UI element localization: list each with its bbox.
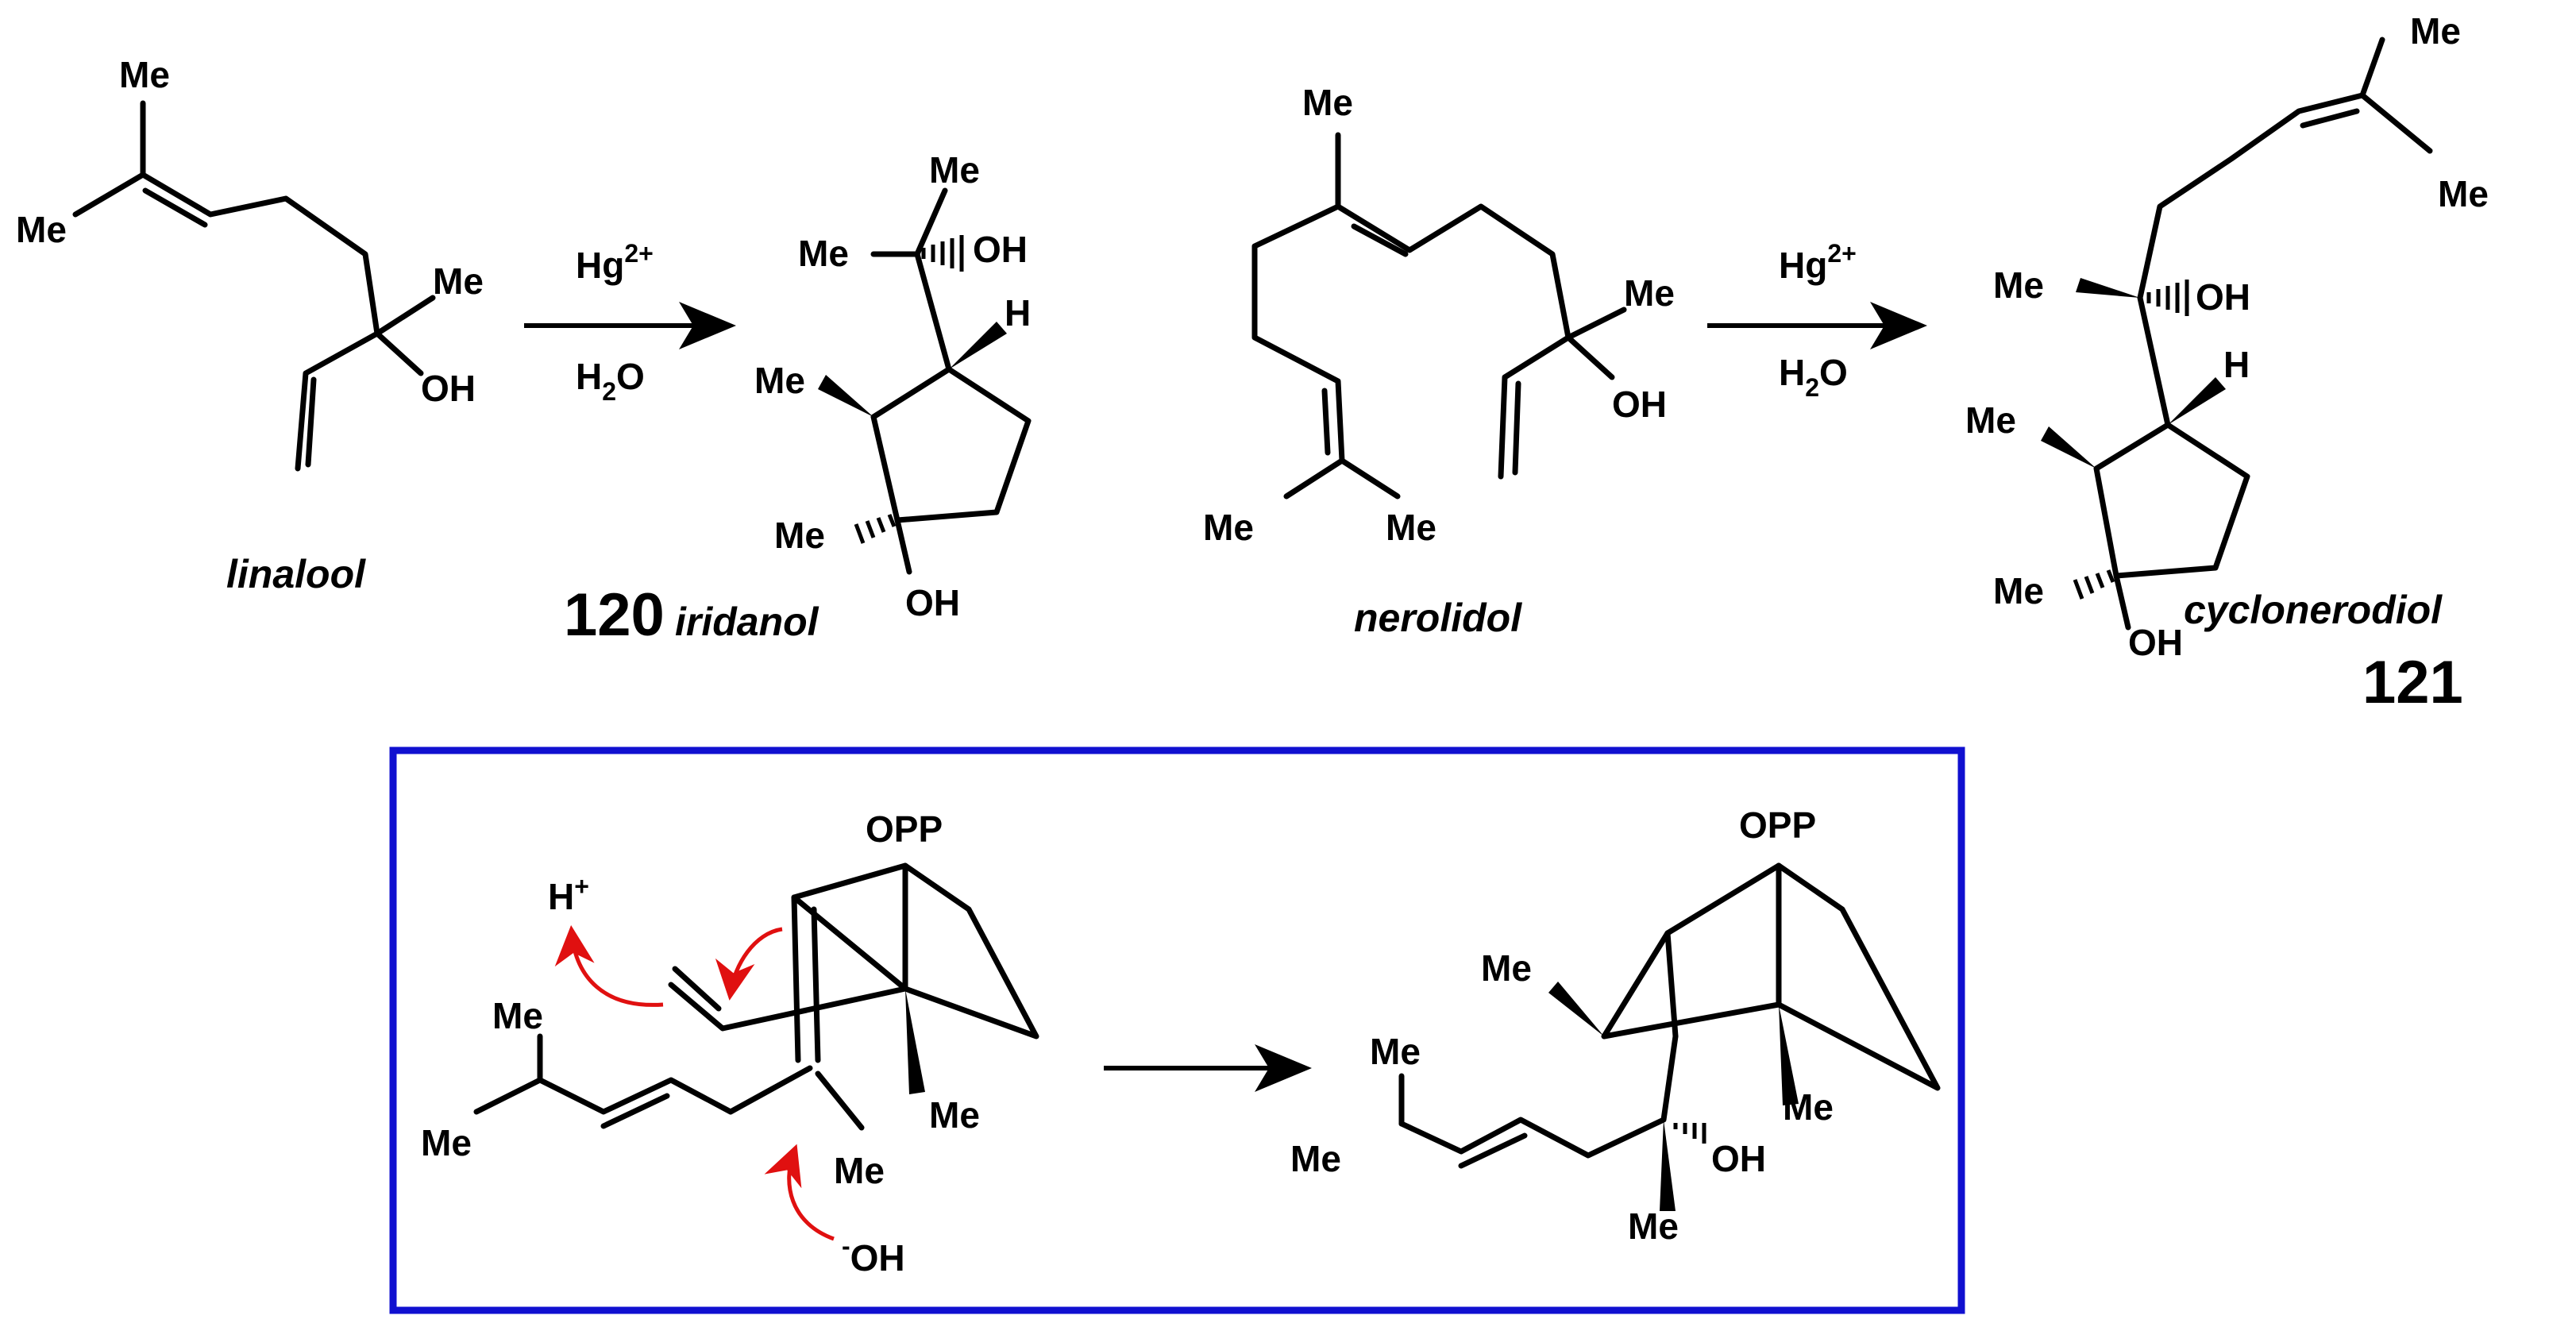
nerolidol-name: nerolidol (1354, 596, 1522, 640)
linalool-name: linalool (226, 552, 366, 596)
me-label: Me (1203, 507, 1254, 548)
me-label: Me (798, 233, 849, 274)
me-label: Me (1386, 507, 1436, 548)
oh-label: OH (905, 582, 960, 623)
mechanism-product-structure: OPP Me Me Me Me OH Me (1290, 804, 1941, 1247)
me-label: Me (1481, 947, 1532, 989)
hydroxide-label: -OH (842, 1232, 905, 1279)
me-label: Me (929, 1094, 980, 1136)
h-label: H (2223, 344, 2250, 385)
nerolidol-structure: Me Me OH Me Me nerolidol (1203, 82, 1675, 640)
me-label: Me (1290, 1138, 1341, 1179)
me-label: Me (774, 515, 825, 556)
reagent-hg: Hg2+ (576, 239, 654, 286)
oh-label: OH (973, 229, 1028, 270)
oh-label: OH (2128, 622, 2183, 663)
mechanism-box (389, 746, 1965, 1314)
me-label: Me (16, 209, 67, 250)
me-label: Me (119, 54, 170, 95)
iridanol-name: iridanol (675, 600, 819, 644)
opp-label: OPP (1739, 804, 1816, 846)
oh-label: OH (1711, 1138, 1766, 1179)
mechanism-start-structure: OPP H+ Me Me Me Me -OH (421, 808, 1039, 1279)
me-label: Me (754, 360, 805, 401)
oh-label: OH (421, 368, 476, 409)
cyclonerodiol-structure: Me Me Me OH H Me Me OH cyclonerodiol 121 (1965, 10, 2489, 716)
me-label: Me (929, 149, 980, 191)
reagent-water: H2O (576, 356, 645, 406)
me-label: Me (834, 1150, 885, 1191)
reagent-water: H2O (1779, 352, 1848, 402)
compound-number-121: 121 (2362, 649, 2463, 716)
reaction-arrow-1: Hg2+ H2O (524, 239, 736, 406)
me-label: Me (1783, 1086, 1834, 1128)
curved-arrow-hydroxide (764, 1144, 835, 1241)
oh-label: OH (2196, 276, 2250, 318)
me-label: Me (492, 995, 543, 1036)
proton-label: H+ (548, 872, 589, 917)
curved-arrow-alkene-attack (715, 927, 783, 1001)
reaction-arrow-2: Hg2+ H2O (1707, 239, 1927, 402)
me-label: Me (421, 1122, 472, 1163)
reagent-hg: Hg2+ (1779, 239, 1857, 286)
me-label: Me (433, 260, 484, 302)
cyclonerodiol-name: cyclonerodiol (2184, 588, 2443, 632)
linalool-structure: Me Me Me OH linalool (16, 54, 484, 596)
curved-arrow-protonation (554, 925, 664, 1007)
compound-number-120: 120 (564, 581, 665, 649)
me-label: Me (1993, 570, 2044, 611)
h-label: H (1005, 292, 1031, 334)
me-label: Me (1965, 399, 2016, 441)
me-label: Me (1628, 1205, 1679, 1247)
me-label: Me (1370, 1031, 1421, 1072)
opp-label: OPP (866, 808, 943, 850)
me-label: Me (1302, 82, 1353, 123)
oh-label: OH (1612, 384, 1667, 425)
me-label: Me (1624, 272, 1675, 314)
iridanol-structure: Me Me OH H Me Me OH 120 iridanol (564, 149, 1032, 649)
me-label: Me (2438, 173, 2489, 214)
me-label: Me (2410, 10, 2461, 52)
me-label: Me (1993, 264, 2044, 306)
